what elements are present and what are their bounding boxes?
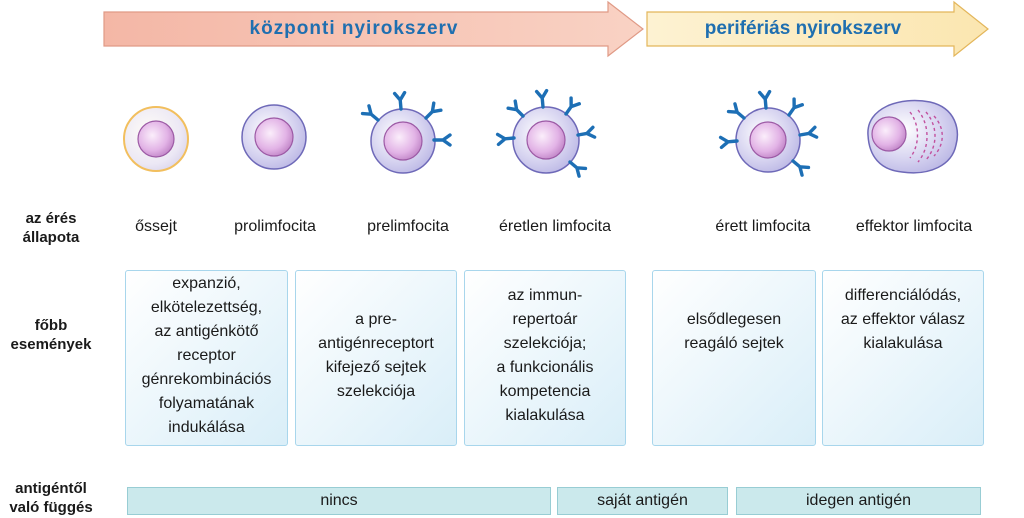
stage-effector-lymphocyte: effektor limfocita: [855, 218, 973, 235]
peripheral-organ-label: perifériás nyirokszerv: [704, 18, 902, 39]
event-text: reagáló sejtek: [684, 335, 784, 352]
event-box-mature: elsődlegesen reagáló sejtek: [652, 270, 816, 446]
event-text: elsődlegesen: [686, 311, 782, 328]
row-label-events-line1: főbb: [34, 317, 68, 334]
event-text: a funkcionális: [496, 359, 594, 376]
event-text: az antigénkötő: [154, 323, 259, 340]
event-text: az immun-: [507, 287, 583, 304]
mature-lymphocyte-cell: [718, 89, 819, 177]
event-text: génrekombinációs: [141, 371, 272, 388]
event-box-effector: differenciálódás, az effektor válasz kia…: [822, 270, 984, 446]
event-text: folyamatának: [158, 395, 255, 412]
event-text: szelekciója;: [503, 335, 587, 352]
row-label-dependence-line2: való függés: [9, 499, 93, 516]
row-label-dependence-line1: antigéntől: [15, 480, 87, 497]
row-label-maturation-line2: állapota: [22, 229, 80, 246]
event-text: indukálása: [168, 419, 245, 436]
event-text: kompetencia: [499, 383, 591, 400]
event-text: kialakulása: [863, 335, 943, 352]
event-text: kialakulása: [505, 407, 585, 424]
effector-lymphocyte-cell: [867, 99, 959, 174]
stage-mature-lymphocyte: érett limfocita: [715, 218, 811, 235]
stage-prelymphocyte: prelimfocita: [367, 218, 449, 235]
row-label-maturation: az érés állapota: [0, 209, 102, 247]
row-label-dependence: antigéntől való függés: [0, 479, 102, 517]
event-text: szelekciója: [336, 383, 416, 400]
event-text: repertoár: [512, 311, 578, 328]
event-box-immature: az immun- repertoár szelekciója; a funkc…: [464, 270, 626, 446]
event-text: receptor: [177, 347, 236, 364]
phase-arrows: [103, 0, 989, 58]
row-label-maturation-line1: az érés: [25, 210, 77, 227]
event-text: differenciálódás,: [844, 287, 962, 304]
dependence-none: nincs: [127, 487, 551, 515]
stage-stem-cell: őssejt: [135, 218, 177, 235]
event-text: kifejező sejtek: [325, 359, 427, 376]
prolymphocyte-cell: [241, 104, 307, 170]
event-text: elkötelezettség,: [150, 299, 263, 316]
row-label-events: főbb események: [0, 316, 102, 354]
event-text: expanzió,: [172, 275, 241, 292]
stage-prolymphocyte: prolimfocita: [234, 218, 316, 235]
event-box-pre: a pre- antigénreceptort kifejező sejtek …: [295, 270, 457, 446]
dependence-self-antigen: saját antigén: [557, 487, 728, 515]
event-text: az effektor válasz: [840, 311, 966, 328]
cell-illustrations: [123, 88, 959, 178]
prelymphocyte-cell: [360, 90, 452, 174]
row-label-events-line2: események: [10, 336, 92, 353]
immature-lymphocyte-cell: [495, 88, 597, 178]
stem-cell: [123, 106, 189, 172]
central-organ-arrow: [103, 0, 644, 58]
event-text: a pre-: [355, 311, 397, 328]
event-text: antigénreceptort: [318, 335, 434, 352]
event-box-stem: expanzió, elkötelezettség, az antigénköt…: [125, 270, 288, 446]
stage-immature-lymphocyte: éretlen limfocita: [498, 218, 612, 235]
peripheral-organ-arrow: [646, 0, 989, 58]
dependence-foreign-antigen: idegen antigén: [736, 487, 981, 515]
central-organ-label: központi nyirokszerv: [249, 18, 459, 39]
